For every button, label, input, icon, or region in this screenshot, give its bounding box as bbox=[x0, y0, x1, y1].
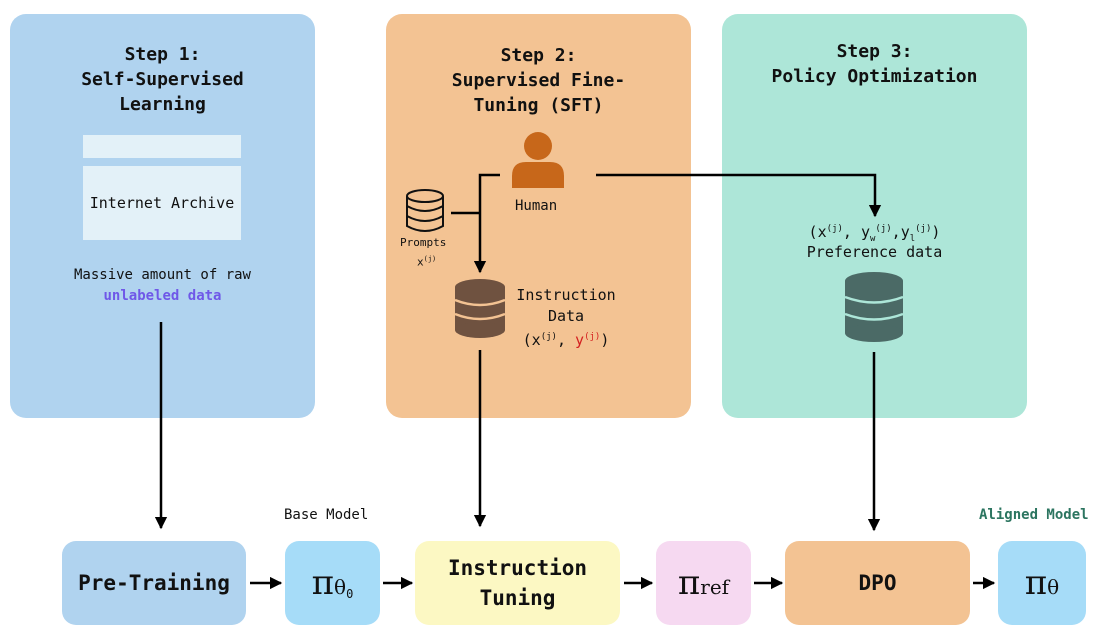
step2-panel: Step 2: Supervised Fine- Tuning (SFT) bbox=[386, 14, 691, 418]
instr-y-sup: (j) bbox=[584, 332, 601, 342]
step2-title: Step 2: Supervised Fine- Tuning (SFT) bbox=[386, 43, 691, 118]
pi-symbol-aligned: π bbox=[1024, 563, 1048, 603]
step2-title-line1: Step 2: bbox=[500, 45, 577, 66]
theta0-sub: 0 bbox=[346, 587, 354, 602]
prompts-x: x bbox=[417, 255, 424, 269]
instr-x-sup: (j) bbox=[540, 332, 557, 342]
preference-tuple: (x(j), yw(j),yl(j)) bbox=[808, 223, 941, 244]
instruction-data-line1: Instruction bbox=[516, 286, 616, 304]
instruction-data-tuple: (x(j), y(j)) bbox=[522, 331, 610, 349]
instruction-tuning-line1: Instruction bbox=[447, 556, 588, 580]
step3-title-line1: Step 3: bbox=[836, 41, 913, 62]
instr-x: x bbox=[531, 331, 541, 349]
prompts-label: Prompts bbox=[400, 236, 447, 249]
step2-title-line2: Supervised Fine- bbox=[451, 70, 626, 91]
reference-model-node: πref bbox=[656, 541, 751, 625]
instruction-tuning-node: Instruction Tuning bbox=[415, 541, 620, 625]
database-outline-icon bbox=[406, 189, 444, 232]
step1-title-line2: Self-Supervised bbox=[81, 69, 244, 90]
theta-aligned: θ bbox=[1047, 575, 1060, 599]
raw-data-caption: Massive amount of raw bbox=[73, 267, 251, 283]
pref-x: x bbox=[817, 223, 827, 241]
instruction-data-label: Instruction Data (x(j), y(j)) bbox=[506, 285, 626, 351]
human-label: Human bbox=[515, 198, 558, 214]
dpo-label: DPO bbox=[858, 571, 897, 595]
unlabeled-data-caption: unlabeled data bbox=[103, 288, 222, 304]
base-model-label: Base Model bbox=[284, 507, 369, 523]
step3-title: Step 3: Policy Optimization bbox=[722, 39, 1027, 89]
person-icon bbox=[512, 132, 564, 188]
aligned-model-symbol: πθ bbox=[1025, 563, 1059, 603]
step2-title-line3: Tuning (SFT) bbox=[473, 95, 604, 116]
step3-title-line2: Policy Optimization bbox=[771, 66, 978, 87]
pi-symbol-ref: π bbox=[677, 563, 701, 603]
base-model-node: πθ0 bbox=[285, 541, 380, 625]
internet-archive-box: Internet Archive bbox=[83, 166, 241, 240]
preference-data-label: Preference data bbox=[806, 243, 943, 261]
pref-yl-sup: (j) bbox=[915, 224, 932, 234]
pref-yw-sup: (j) bbox=[875, 224, 892, 234]
ref-sub: ref bbox=[700, 575, 730, 599]
theta-base: θ bbox=[334, 575, 347, 599]
human-to-instruction-arrow bbox=[473, 173, 500, 274]
aligned-model-label: Aligned Model bbox=[979, 507, 1089, 523]
base-model-symbol: πθ0 bbox=[312, 563, 354, 603]
pretraining-node: Pre-Training bbox=[62, 541, 246, 625]
instr-y: y bbox=[575, 331, 585, 349]
pref-w-sub: w bbox=[869, 234, 876, 244]
aligned-model-node: πθ bbox=[998, 541, 1086, 625]
instruction-data-line2: Data bbox=[547, 307, 585, 325]
prompts-sup: (j) bbox=[423, 255, 437, 263]
prompts-variable: x(j) bbox=[417, 252, 436, 270]
instruction-tuning-line2: Tuning bbox=[479, 586, 556, 610]
dpo-node: DPO bbox=[785, 541, 970, 625]
internet-archive-header-bar bbox=[83, 135, 241, 158]
human-to-preference-arrow bbox=[596, 173, 882, 218]
reference-model-symbol: πref bbox=[678, 563, 729, 603]
preference-database-icon bbox=[844, 272, 904, 342]
internet-archive-label: Internet Archive bbox=[89, 194, 235, 212]
pref-yl: y bbox=[900, 223, 910, 241]
pref-x-sup: (j) bbox=[826, 224, 843, 234]
step1-title-line3: Learning bbox=[119, 94, 206, 115]
step1-title-line1: Step 1: bbox=[124, 44, 201, 65]
pi-symbol-base: π bbox=[311, 563, 335, 603]
pretraining-label: Pre-Training bbox=[78, 571, 230, 595]
pref-l-sub: l bbox=[909, 234, 916, 244]
database-icon bbox=[454, 279, 506, 338]
pref-yw: y bbox=[860, 223, 870, 241]
step1-title: Step 1: Self-Supervised Learning bbox=[10, 42, 315, 117]
